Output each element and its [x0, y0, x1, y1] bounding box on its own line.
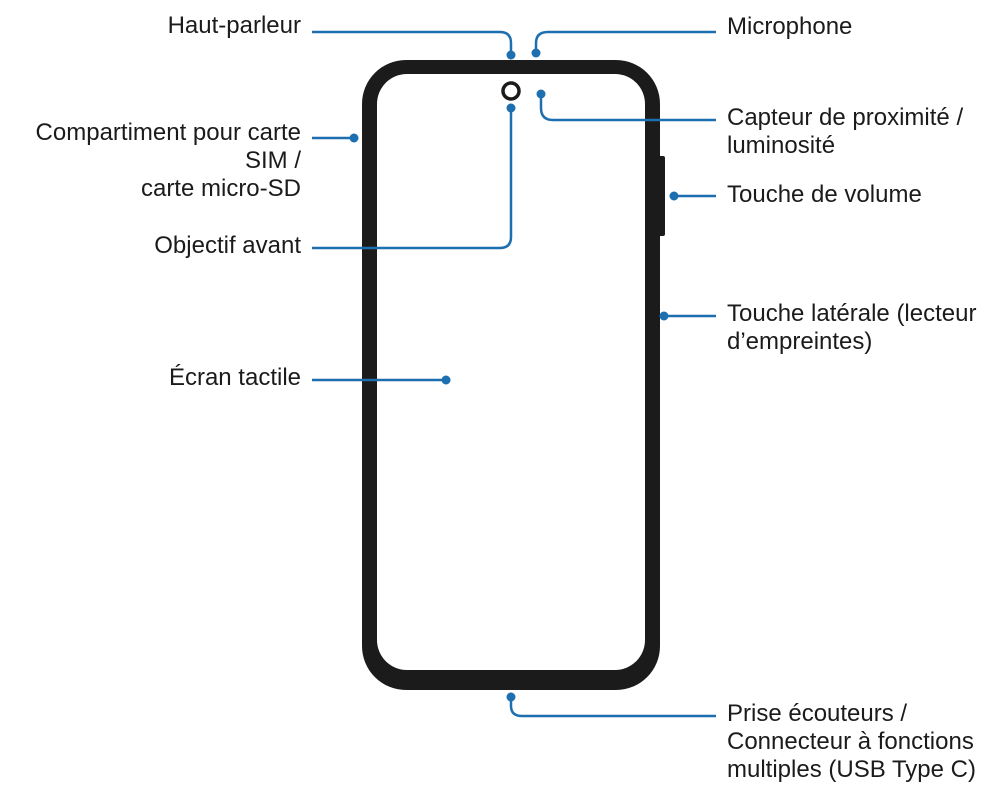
label-line: Touche latérale (lecteur [727, 300, 977, 327]
label-line: Capteur de proximité / [727, 104, 964, 131]
dot-ecran [441, 375, 451, 385]
dot-compartiment [349, 133, 359, 143]
label-touche-volume: Touche de volume [727, 181, 922, 209]
phone-screen [377, 74, 645, 670]
leader-microphone [534, 30, 716, 50]
dot-laterale [659, 311, 669, 321]
dot-prise [506, 692, 516, 702]
dot-capteur [536, 89, 546, 99]
dot-microphone [531, 48, 541, 58]
label-line: Connecteur à fonctions [727, 728, 974, 755]
dot-objectif [506, 103, 516, 113]
label-objectif-avant: Objectif avant [154, 232, 301, 260]
volume-button [658, 156, 665, 236]
label-line: Prise écouteurs / [727, 700, 908, 727]
label-line: luminosité [727, 132, 836, 159]
label-line: Haut-parleur [167, 12, 301, 39]
leader-haut-parleur [312, 30, 513, 52]
label-microphone: Microphone [727, 13, 852, 41]
label-ecran-tactile: Écran tactile [169, 364, 301, 392]
label-line: carte micro-SD [140, 175, 301, 202]
label-line: Compartiment pour carte [35, 119, 301, 146]
label-capteur: Capteur de proximité /luminosité [727, 104, 963, 160]
label-line: SIM / [244, 147, 301, 174]
front-camera [501, 81, 521, 101]
leader-prise [509, 698, 716, 718]
dot-volume [669, 191, 679, 201]
leader-capteur [539, 96, 716, 122]
label-line: multiples (USB Type C) [727, 756, 976, 783]
label-line: Objectif avant [154, 232, 301, 259]
label-line: Touche de volume [727, 181, 922, 208]
leader-lines [312, 30, 716, 718]
label-line: d’empreintes) [727, 328, 873, 355]
leader-dots [349, 48, 679, 702]
label-haut-parleur: Haut-parleur [168, 12, 301, 40]
label-line: Écran tactile [168, 364, 301, 391]
leader-objectif [312, 108, 513, 250]
dot-haut-parleur [506, 50, 516, 60]
label-line: Microphone [727, 13, 853, 40]
